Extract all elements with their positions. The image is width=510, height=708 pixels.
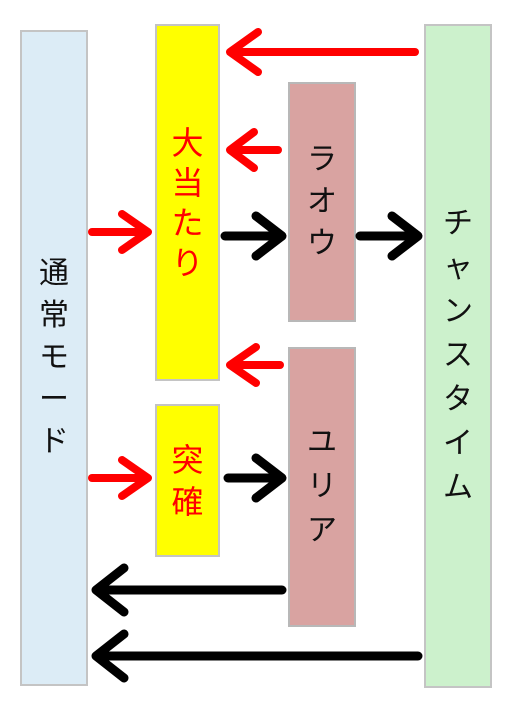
- normal-mode-char: 通: [39, 256, 69, 291]
- raoh-char: オ: [307, 184, 337, 219]
- arrow-normal-to-jackpot: [88, 210, 152, 254]
- chance-time-char: チ: [443, 206, 473, 241]
- arrow-yuria-to-normal: [91, 563, 287, 617]
- chance-time-char: タ: [443, 382, 473, 417]
- normal-mode-char: ド: [39, 424, 69, 459]
- arrow-yuria-to-jackpot: [226, 343, 284, 387]
- chance-time-char: イ: [443, 426, 473, 461]
- raoh-char: ウ: [307, 226, 337, 261]
- chance-time-char: ャ: [443, 250, 473, 285]
- yuria-char: ユ: [307, 425, 337, 460]
- arrow-jackpot-to-raoh: [220, 211, 287, 261]
- arrow-chance-to-normal: [91, 629, 423, 683]
- kakuhen-box: 突 確: [155, 404, 220, 557]
- jackpot-char: 大: [171, 123, 204, 162]
- raoh-char: ラ: [307, 142, 337, 177]
- arrow-raoh-to-jackpot: [226, 128, 282, 172]
- jackpot-char: り: [171, 243, 204, 282]
- chance-time-char: ン: [443, 294, 473, 329]
- jackpot-char: 当: [171, 163, 204, 202]
- yuria-char: リ: [307, 469, 337, 504]
- normal-mode-char: モ: [39, 340, 69, 375]
- kakuhen-char: 突: [171, 440, 204, 479]
- jackpot-char: た: [171, 203, 204, 242]
- kakuhen-char: 確: [171, 482, 204, 521]
- jackpot-box: 大 当 た り: [155, 24, 220, 381]
- raoh-box: ラ オ ウ: [288, 82, 356, 322]
- yuria-char: ア: [307, 513, 337, 548]
- arrow-normal-to-kakuhen: [88, 456, 152, 500]
- chance-time-box: チ ャ ン ス タ イ ム: [424, 24, 492, 688]
- normal-mode-char: ー: [39, 382, 69, 417]
- normal-mode-box: 通 常 モ ー ド: [20, 30, 88, 686]
- chance-time-char: ム: [443, 470, 473, 505]
- arrow-raoh-to-chance: [355, 211, 423, 261]
- arrow-kakuhen-to-yuria: [223, 453, 287, 503]
- arrow-chance-to-jackpot: [226, 28, 419, 76]
- chance-time-char: ス: [443, 338, 473, 373]
- yuria-box: ユ リ ア: [288, 347, 356, 627]
- normal-mode-char: 常: [39, 298, 69, 333]
